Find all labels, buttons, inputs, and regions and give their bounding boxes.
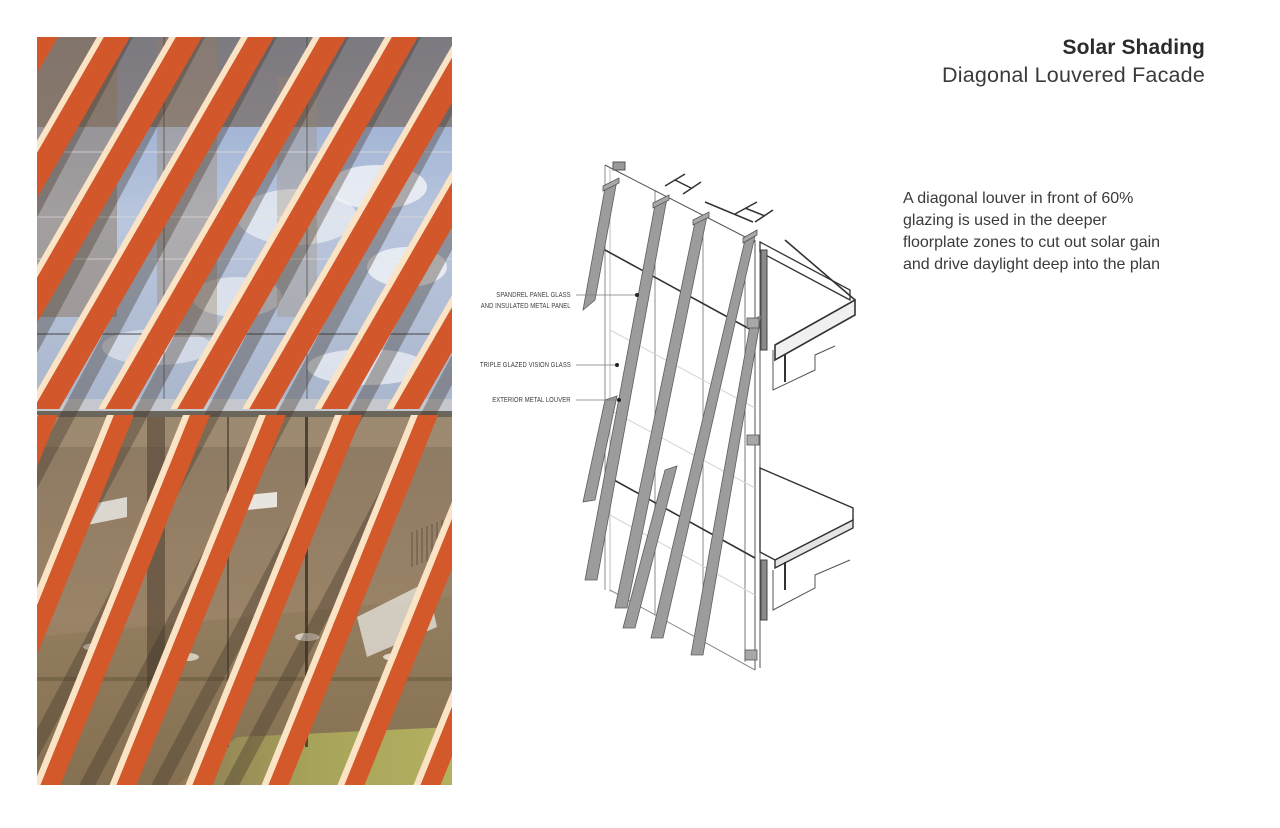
label-exterior-louver-text: EXTERIOR METAL LOUVER — [492, 395, 571, 404]
page-subtitle: Diagonal Louvered Facade — [942, 63, 1205, 87]
label-triple-glazed-text: TRIPLE GLAZED VISION GLASS — [480, 360, 571, 369]
facade-rendering-image — [37, 37, 452, 785]
description-line: A diagonal louver in front of 60% — [903, 190, 1134, 207]
label-triple-glazed-glass: TRIPLE GLAZED VISION GLASS — [480, 359, 571, 370]
description-line: and drive daylight deep into the plan — [903, 256, 1161, 273]
description-line: floorplate zones to cut out solar gain — [903, 234, 1161, 251]
label-spandrel-line-1: SPANDREL PANEL GLASS — [496, 290, 571, 299]
label-spandrel-panel: SPANDREL PANEL GLASS AND INSULATED METAL… — [481, 289, 571, 311]
description-line: glazing is used in the deeper — [903, 212, 1107, 229]
facade-section-diagram — [455, 150, 875, 690]
label-spandrel-line-2: AND INSULATED METAL PANEL — [481, 301, 571, 310]
title-block: Solar Shading Diagonal Louvered Facade — [942, 34, 1205, 89]
description-paragraph: A diagonal louver in front of 60% glazin… — [903, 188, 1223, 276]
page-title: Solar Shading — [1062, 36, 1205, 59]
label-exterior-louver: EXTERIOR METAL LOUVER — [493, 394, 571, 405]
